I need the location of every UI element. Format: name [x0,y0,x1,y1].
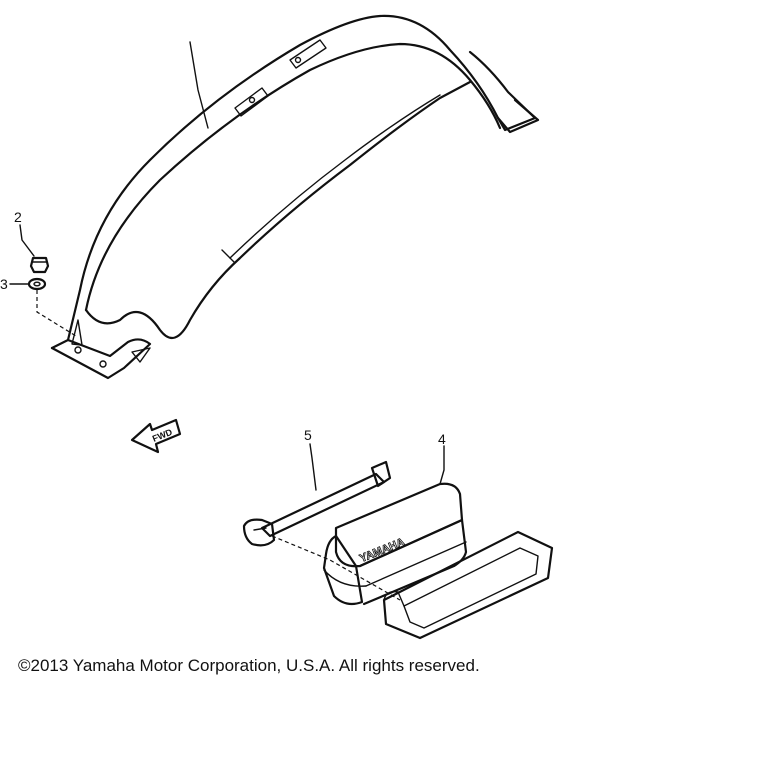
callout-2: 2 [14,209,22,225]
battery-strap [242,443,401,601]
callout-5: 5 [304,427,312,443]
copyright-notice: ©2013 Yamaha Motor Corporation, U.S.A. A… [18,656,480,675]
forward-arrow: FWD [130,418,182,454]
washer-part [9,277,77,337]
nut-part [19,224,50,274]
battery-box: YAMAHA [322,445,468,606]
battery-tray [382,530,554,640]
rear-fender [50,14,540,380]
exploded-parts-diagram: FWD YAMAHA [0,14,554,640]
callout-4: 4 [438,431,446,447]
callout-3: 3 [0,276,8,292]
battery-box-emboss: YAMAHA [358,536,406,565]
